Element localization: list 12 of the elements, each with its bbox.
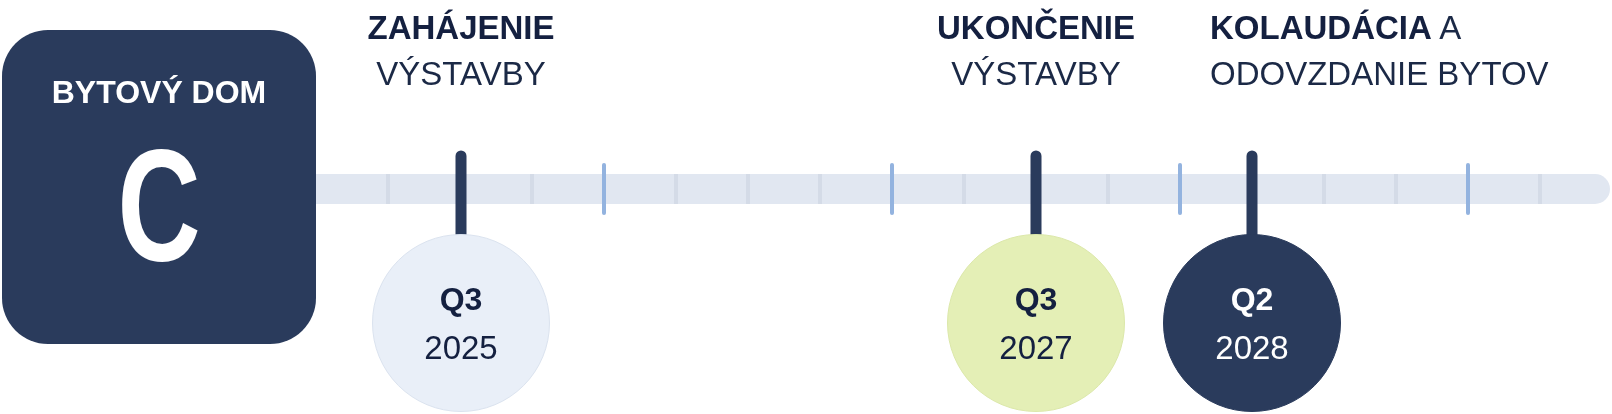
building-label: BYTOVÝ DOM xyxy=(51,76,267,108)
building-tile xyxy=(2,30,316,344)
milestone-heading: UKONČENIE VÝSTAVBY xyxy=(937,7,1135,94)
milestone-heading: KOLAUDÁCIA A ODOVZDANIE BYTOV xyxy=(1210,8,1550,94)
building-letter: C xyxy=(117,141,201,269)
quarter-label: Q3 xyxy=(1014,283,1058,315)
milestone-heading: ZAHÁJENIE VÝSTAVBY xyxy=(367,8,555,94)
year-label: 2027 xyxy=(999,331,1073,364)
quarter-label: Q2 xyxy=(1230,283,1274,315)
quarter-label: Q3 xyxy=(439,283,483,315)
year-label: 2028 xyxy=(1215,331,1289,364)
year-label: 2025 xyxy=(424,331,498,364)
